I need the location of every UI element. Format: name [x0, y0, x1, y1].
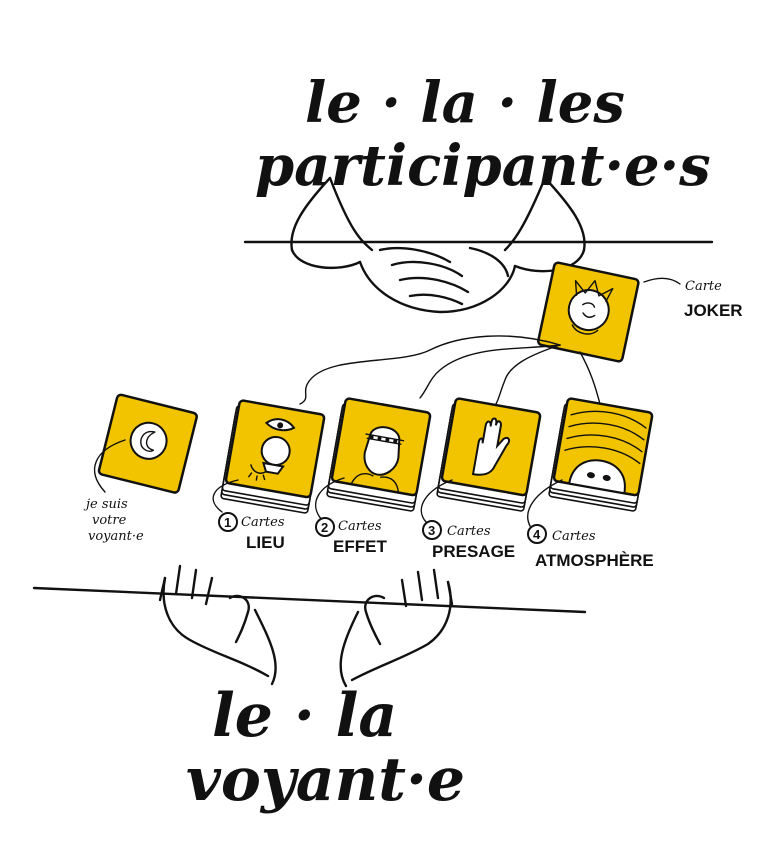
- deck-lieu[interactable]: [220, 399, 326, 514]
- deck-atmosphere[interactable]: [548, 397, 654, 512]
- joker-connectors: [299, 335, 601, 405]
- joker-card[interactable]: [537, 261, 640, 363]
- deck-label-lieu: 1 Cartes LIEU: [218, 512, 285, 552]
- deck-label-effet: 2 Cartes EFFET: [315, 517, 387, 556]
- voyant-hands-drawing: [158, 564, 454, 688]
- title-top-line1: le · la · les: [305, 70, 625, 136]
- deck-number-1: 1: [224, 515, 231, 530]
- bottom-table-edge: [32, 586, 587, 614]
- deck-atmosphere-caps: ATMOSPHÈRE: [535, 551, 654, 570]
- deck-number-4: 4: [533, 527, 541, 542]
- deck-presage-small: Cartes: [447, 524, 491, 539]
- joker-pointer: [643, 277, 681, 285]
- deck-presage[interactable]: [436, 397, 542, 512]
- title-bottom-line1: le · la: [212, 681, 397, 751]
- deck-label-atmosphere: 4 Cartes ATMOSPHÈRE: [527, 524, 654, 570]
- deck-number-3: 3: [428, 523, 435, 538]
- title-top-line2: participant·e·s: [255, 133, 711, 199]
- joker-label-caps: JOKER: [684, 301, 743, 320]
- deck-label-presage: 3 Cartes PRESAGE: [422, 520, 515, 561]
- deck-lieu-small: Cartes: [241, 515, 285, 530]
- voyant-card-text-line3: voyant·e: [88, 529, 144, 544]
- deck-number-2: 2: [321, 520, 328, 535]
- deck-pointers: [212, 477, 563, 527]
- deck-atmosphere-small: Cartes: [552, 529, 596, 544]
- voyant-card[interactable]: [97, 393, 198, 494]
- deck-effet-caps: EFFET: [333, 537, 387, 556]
- voyant-card-text-line1: je suis: [83, 497, 128, 512]
- voyant-card-pointer: [94, 439, 126, 493]
- voyant-card-text-line2: votre: [92, 513, 127, 528]
- deck-effet[interactable]: [326, 397, 432, 512]
- deck-lieu-caps: LIEU: [246, 533, 285, 552]
- participant-arms-drawing: [290, 176, 586, 314]
- deck-presage-caps: PRESAGE: [432, 542, 515, 561]
- deck-effet-small: Cartes: [338, 519, 382, 534]
- joker-label-small: Carte: [685, 279, 722, 294]
- title-bottom-line2: voyant·e: [186, 745, 465, 815]
